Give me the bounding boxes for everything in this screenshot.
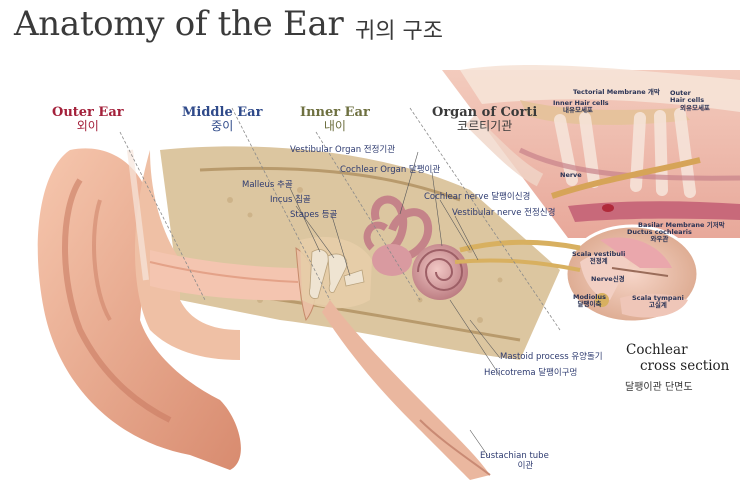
label-outer-hair-cells: Outer Hair cells 외유모세포 (670, 89, 710, 112)
label-eustachian-tube: Eustachian tube 이관 (480, 451, 549, 472)
section-header-middle-ear: Middle Ear 중이 (182, 105, 263, 134)
section-header-organ-of-corti: Organ of Corti 코르티기관 (432, 105, 538, 134)
label-corti-nerve: Nerve (560, 171, 582, 179)
stapes-bone (343, 269, 365, 287)
modiolus-en: Modiolus (573, 293, 607, 301)
middle-ear-ko: 중이 (211, 119, 234, 134)
label-malleus: Malleus 추골 (242, 180, 293, 190)
inner-hair-cells-en: Inner Hair cells (553, 99, 609, 107)
leader-lines (289, 151, 501, 457)
section-header-outer-ear: Outer Ear 외이 (52, 105, 124, 134)
cross-section-title-line2: cross section (640, 358, 730, 375)
outer-hair-cells-ko: 외유모세포 (680, 103, 710, 112)
outer-ear-en: Outer Ear (52, 105, 124, 120)
organ-of-corti-en: Organ of Corti (432, 105, 538, 120)
ductus-cochlearis-ko: 와우관 (650, 235, 669, 244)
organ-of-corti-ko: 코르티기관 (457, 119, 513, 134)
incus-bone (327, 253, 348, 293)
label-inner-hair-cells: Inner Hair cells 내유모세포 (553, 99, 609, 115)
cross-section-title: Cochlear cross section (626, 342, 729, 374)
ductus-cochlearis-en: Ductus cochlearis (627, 228, 692, 236)
organ-of-corti-panel (442, 65, 740, 238)
pinna-outer-ear (37, 148, 241, 470)
label-incus: Incus 침골 (270, 195, 311, 205)
eustachian-tube-en: Eustachian tube (480, 451, 549, 461)
label-vestibular-organ: Vestibular Organ 전정기관 (290, 145, 396, 155)
inner-ear-ko: 내이 (323, 119, 346, 134)
cross-section-title-korean: 달팽이관 단면도 (625, 382, 693, 393)
cochlear-cross-section (564, 224, 700, 324)
label-tectorial-membrane: Tectorial Membrane 개막 (573, 88, 660, 96)
label-basilar-membrane: Basilar Membrane 기저막 (638, 221, 725, 229)
eustachian-tube-ko: 이관 (517, 460, 534, 471)
label-mastoid-process: Mastoid process 유양돌기 (500, 352, 603, 362)
page-title: Anatomy of the Ear (14, 4, 344, 44)
cross-section-title-line1: Cochlear (626, 342, 688, 358)
label-ductus-cochlearis: Ductus cochlearis 와우관 (627, 228, 692, 244)
label-modiolus: Modiolus 달팽이축 (573, 293, 607, 309)
scala-tympani-ko: 고실계 (648, 301, 667, 310)
label-cochlear-nerve: Cochlear nerve 달팽이신경 (424, 192, 531, 202)
label-scala-tympani: Scala tympani 고실계 (632, 294, 684, 310)
ear-canal-shading (149, 261, 299, 283)
inner-ear (363, 195, 581, 300)
section-divider-lines (119, 107, 561, 331)
eustachian-tube (322, 300, 490, 480)
scala-vestibuli-en: Scala vestibuli (572, 250, 626, 258)
label-helicotrema: Helicotrema 달팽이구멍 (484, 368, 578, 378)
outer-hair-cells-en: Outer (670, 89, 691, 97)
scala-vestibuli-ko: 전정계 (589, 257, 608, 266)
outer-hair-cells-line2: Hair cells (670, 96, 705, 105)
section-header-inner-ear: Inner Ear 내이 (300, 105, 370, 134)
outer-ear-ko: 외이 (76, 119, 99, 134)
modiolus-ko: 달팽이축 (577, 300, 602, 309)
eustachian-tube-shading (419, 419, 491, 476)
malleus-bone (309, 249, 329, 299)
middle-ear (300, 236, 372, 309)
label-vestibular-nerve: Vestibular nerve 전정신경 (452, 208, 556, 218)
label-scala-vestibuli: Scala vestibuli 전정계 (572, 250, 626, 266)
label-cross-nerve: Nerve신경 (591, 275, 625, 283)
page-title-korean: 귀의 구조 (355, 19, 443, 44)
scala-tympani-en: Scala tympani (632, 294, 684, 302)
middle-ear-en: Middle Ear (182, 105, 263, 120)
label-cochlear-organ: Cochlear Organ 달팽이관 (340, 165, 441, 175)
inner-ear-en: Inner Ear (300, 105, 370, 120)
label-stapes: Stapes 등골 (290, 210, 338, 220)
inner-hair-cells-ko: 내유모세포 (563, 106, 593, 115)
